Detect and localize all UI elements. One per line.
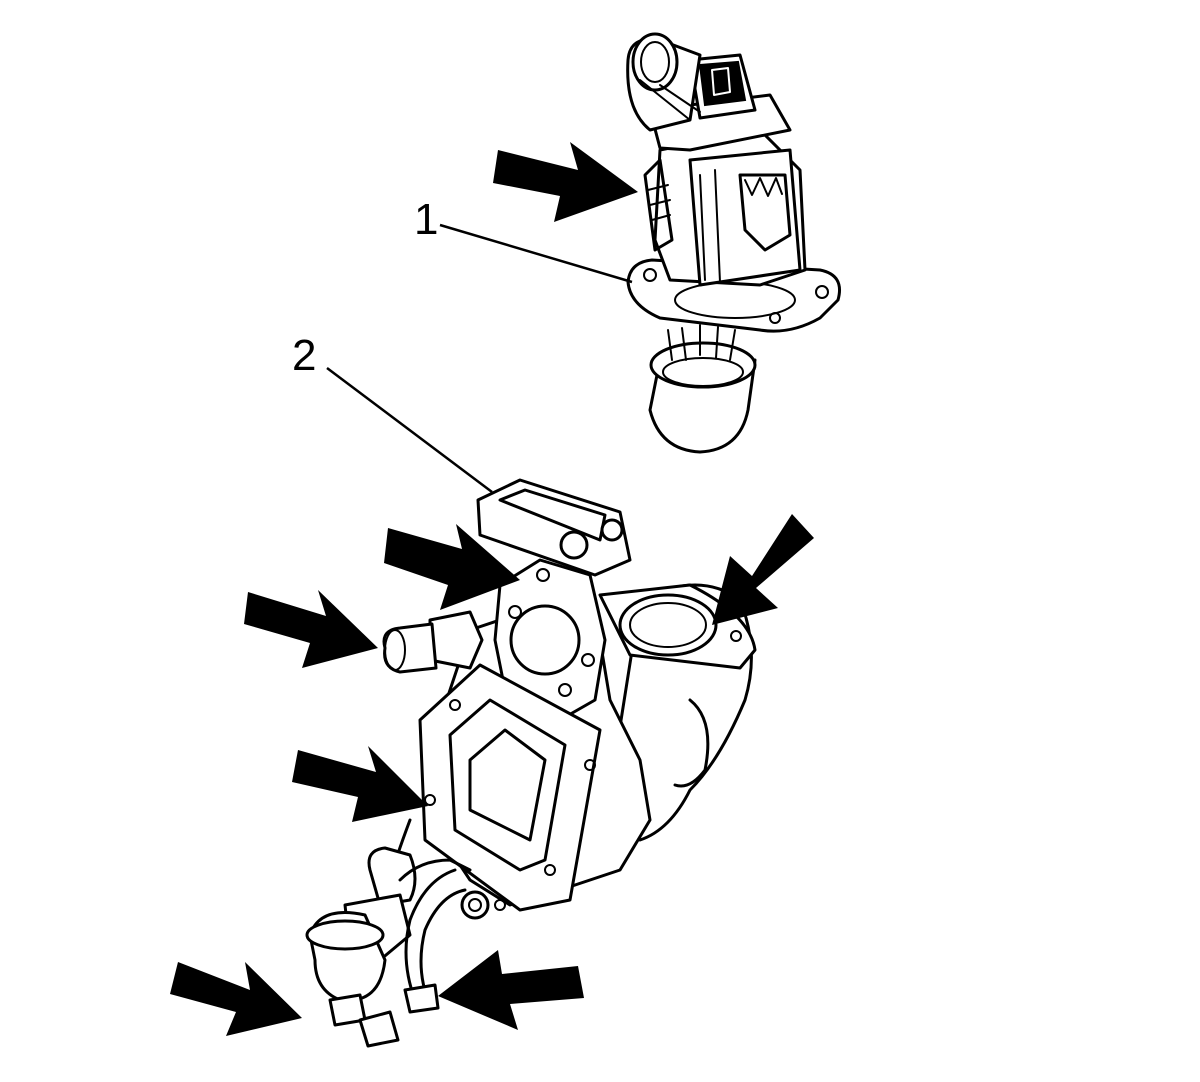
arrow-icon (244, 590, 378, 668)
coolant-fitting-hex (428, 610, 484, 670)
valve-port (509, 604, 581, 676)
housing-top-bracket (476, 478, 632, 577)
indicator-arrows (170, 142, 814, 1036)
egr-valve-part-1 (626, 32, 841, 454)
callout-leader-1 (439, 223, 633, 284)
housing-lower-flange (418, 663, 602, 912)
hose-bolt (460, 890, 490, 920)
vacuum-hose (398, 858, 472, 1002)
arrow-icon (384, 524, 520, 610)
bracket-bolt-hole (559, 530, 589, 560)
arrow-icon (292, 746, 428, 822)
callout-label-1: 1 (414, 195, 439, 244)
callout-leader-2 (326, 367, 493, 493)
egr-housing-part-2 (305, 478, 757, 1048)
bracket-bolt-hole (600, 518, 624, 542)
flange-bolt-hole (643, 268, 657, 282)
arrow-icon (712, 514, 814, 625)
actuator-boot (367, 846, 417, 907)
arrow-icon (170, 962, 302, 1036)
vacuum-actuator-top (305, 919, 385, 951)
flange-bolt-hole (815, 285, 829, 299)
arrow-icon (493, 142, 638, 222)
arrow-icon (438, 950, 584, 1030)
actuator-connector (358, 1010, 400, 1048)
callout-label-2: 2 (292, 331, 317, 380)
outlet-port (618, 593, 718, 657)
